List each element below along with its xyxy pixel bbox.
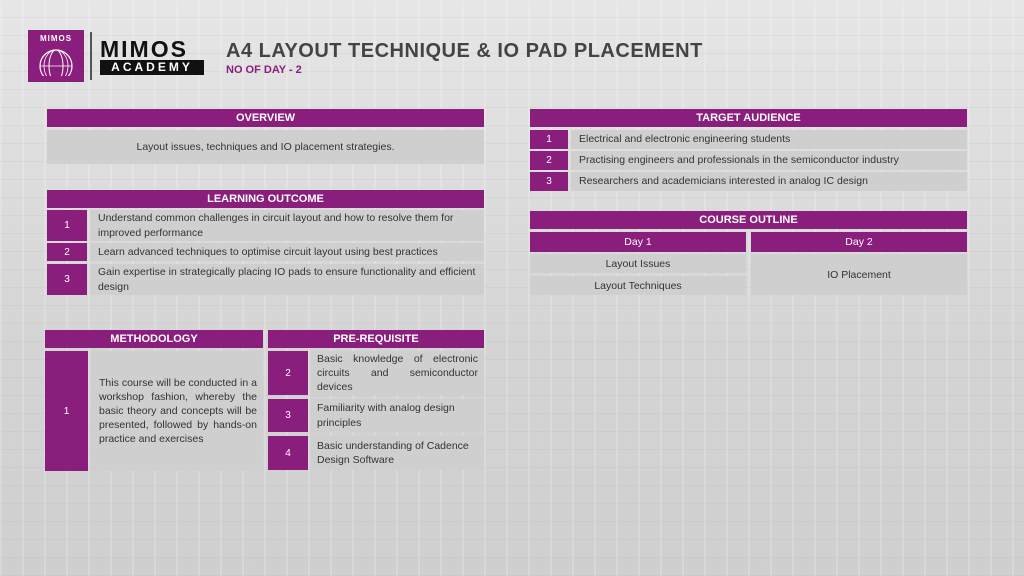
methodology-item: 1 This course will be conducted in a wor… <box>45 351 263 471</box>
overview-heading: OVERVIEW <box>47 109 484 127</box>
learning-outcome-item: 3 Gain expertise in strategically placin… <box>47 264 484 295</box>
prerequisite-item: 2 Basic knowledge of electronic circuits… <box>268 351 484 395</box>
day-1-header: Day 1 <box>530 232 746 252</box>
learning-outcome-item: 1 Understand common challenges in circui… <box>47 210 484 241</box>
prerequisite-heading: PRE-REQUISITE <box>268 330 484 348</box>
item-number: 2 <box>530 151 568 170</box>
globe-icon <box>39 49 73 76</box>
brand-subtitle: ACADEMY <box>100 60 204 75</box>
day-2-header: Day 2 <box>751 232 967 252</box>
learning-outcome-heading: LEARNING OUTCOME <box>47 190 484 208</box>
prerequisite-item: 3 Familiarity with analog design princip… <box>268 399 484 432</box>
logo-divider <box>90 32 92 80</box>
item-text: Learn advanced techniques to optimise ci… <box>90 243 484 261</box>
page-title: A4 LAYOUT TECHNIQUE & IO PAD PLACEMENT <box>226 40 703 62</box>
logo-text: MIMOS <box>39 34 73 43</box>
item-number: 1 <box>530 130 568 149</box>
target-audience-item: 3 Researchers and academicians intereste… <box>530 172 967 191</box>
target-audience-heading: TARGET AUDIENCE <box>530 109 967 127</box>
course-outline-heading: COURSE OUTLINE <box>530 211 967 229</box>
target-audience-item: 2 Practising engineers and professionals… <box>530 151 967 170</box>
outline-day1-item: Layout Issues <box>530 254 746 273</box>
item-text: This course will be conducted in a works… <box>91 351 263 471</box>
item-text: Understand common challenges in circuit … <box>90 210 484 241</box>
prerequisite-item: 4 Basic understanding of Cadence Design … <box>268 436 484 470</box>
item-number: 1 <box>45 351 88 471</box>
page-subtitle: NO OF DAY - 2 <box>226 64 302 76</box>
item-number: 3 <box>47 264 87 295</box>
item-text: Researchers and academicians interested … <box>571 172 967 191</box>
item-number: 2 <box>47 243 87 261</box>
outline-day1-item: Layout Techniques <box>530 276 746 295</box>
item-text: Basic knowledge of electronic circuits a… <box>311 351 484 395</box>
methodology-heading: METHODOLOGY <box>45 330 263 348</box>
item-text: Electrical and electronic engineering st… <box>571 130 967 149</box>
overview-text: Layout issues, techniques and IO placeme… <box>47 130 484 164</box>
item-text: Familiarity with analog design principle… <box>311 399 484 432</box>
item-text: Practising engineers and professionals i… <box>571 151 967 170</box>
item-text: Gain expertise in strategically placing … <box>90 264 484 295</box>
outline-day2-item: IO Placement <box>751 254 967 295</box>
item-number: 3 <box>530 172 568 191</box>
mimos-logo: MIMOS <box>28 30 84 82</box>
item-number: 4 <box>268 436 308 470</box>
target-audience-item: 1 Electrical and electronic engineering … <box>530 130 967 149</box>
learning-outcome-item: 2 Learn advanced techniques to optimise … <box>47 243 484 261</box>
item-number: 1 <box>47 210 87 241</box>
item-number: 3 <box>268 399 308 432</box>
brand-name: MIMOS <box>100 36 188 62</box>
item-number: 2 <box>268 351 308 395</box>
item-text: Basic understanding of Cadence Design So… <box>311 436 484 470</box>
